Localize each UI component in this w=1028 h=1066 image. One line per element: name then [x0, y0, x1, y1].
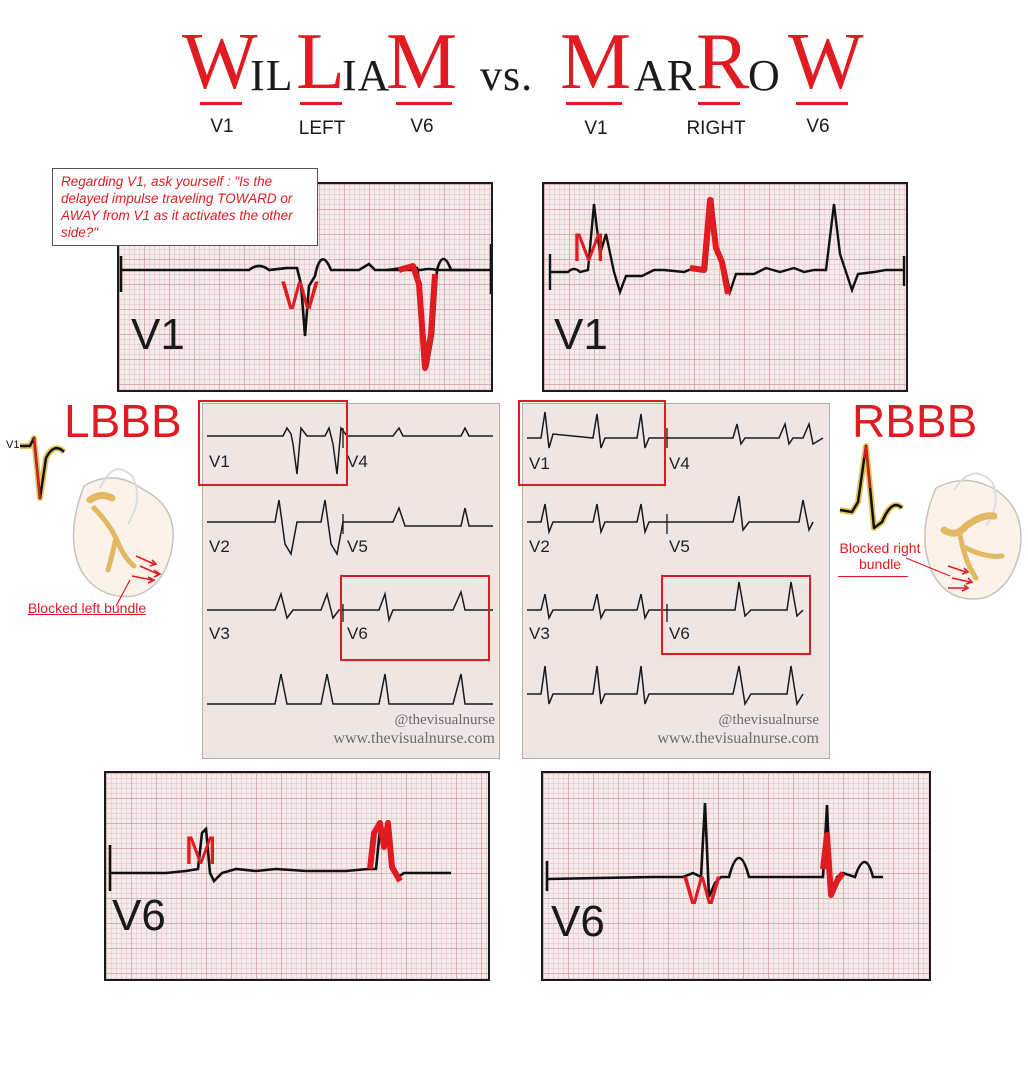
- lbbb-v6-highlight: [340, 575, 490, 661]
- rbbb-credit-handle: @thevisualnurse: [718, 712, 819, 728]
- lbbb-v1-mark: W: [281, 274, 319, 318]
- rbbb-label-v5: V5: [669, 537, 690, 556]
- title-vs: vs.: [480, 51, 534, 100]
- right-heart-illustration: [839, 443, 1022, 600]
- rbbb-caption: Blocked right bundle: [839, 540, 921, 572]
- title-letter-r: R: [696, 18, 750, 106]
- callout-note: Regarding V1, ask yourself : "Is the del…: [52, 168, 318, 246]
- lbbb-mini-lead: V1: [6, 439, 19, 451]
- title-letter-o: O: [748, 51, 781, 100]
- lbbb-v6-trace: [108, 820, 451, 891]
- lbbb-label-v2: V2: [209, 537, 230, 556]
- rbbb-v6-strip: W V6: [541, 771, 931, 981]
- lbbb-label-v6: V6: [347, 624, 368, 643]
- underline-l: [300, 102, 342, 105]
- sub-v1-right: V1: [584, 118, 608, 139]
- lbbb-v1-highlight: [198, 400, 348, 486]
- lbbb-v6-lead: V6: [112, 891, 166, 940]
- rbbb-credit-url: www.thevisualnurse.com: [657, 730, 819, 747]
- sub-v6-left: V6: [410, 116, 434, 137]
- underline-m2: [566, 102, 622, 105]
- sub-left: LEFT: [298, 118, 346, 139]
- underline-w: [200, 102, 242, 105]
- sub-v1-left: V1: [210, 116, 234, 137]
- lbbb-label: LBBB: [64, 395, 182, 447]
- title-letter-w2: W: [788, 18, 864, 106]
- rbbb-caption-underline: [838, 576, 908, 577]
- lbbb-v1-lead: V1: [131, 310, 185, 359]
- rbbb-label-v2: V2: [529, 537, 550, 556]
- rbbb-label-v4: V4: [669, 454, 690, 473]
- rbbb-label: RBBB: [852, 395, 978, 447]
- lbbb-credit-handle: @thevisualnurse: [394, 712, 495, 728]
- rbbb-v1-mark: M: [572, 226, 605, 270]
- rbbb-ecg-traces: [527, 411, 824, 707]
- lbbb-v1-trace: [119, 244, 491, 371]
- rbbb-v1-highlight: [518, 400, 666, 486]
- sub-v6-right: V6: [806, 116, 830, 137]
- lbbb-v6-strip: M V6: [104, 771, 490, 981]
- rbbb-precordial-ecg: V1 V4 V2 V5 V3 V6 @thevisualnurse www.th…: [522, 403, 830, 759]
- lbbb-ecg-traces: [207, 425, 493, 705]
- title-letters-il: IL: [250, 51, 294, 100]
- lbbb-label-v3: V3: [209, 624, 230, 643]
- left-heart-illustration: V1: [6, 435, 174, 607]
- underline-w2: [796, 102, 848, 105]
- title-letters-ar: AR: [634, 51, 698, 100]
- rbbb-v6-lead: V6: [551, 897, 605, 946]
- rbbb-label-v3: V3: [529, 624, 550, 643]
- title-letter-w: W: [182, 18, 258, 106]
- rbbb-v6-mark: W: [683, 869, 721, 913]
- title-banner: W IL L IA M vs. M AR R O W V1 LEFT V6 V1…: [0, 20, 1028, 150]
- title-letter-l: L: [296, 18, 345, 106]
- title-letter-m2: M: [560, 18, 632, 106]
- rbbb-v1-strip: M V1: [542, 182, 908, 392]
- underline-m: [396, 102, 452, 105]
- sub-right: RIGHT: [686, 118, 746, 139]
- lbbb-precordial-ecg: V1 V4 V2 V5 V3 V6 @thevisualnurse www.th…: [202, 403, 500, 759]
- title-letters-ia: IA: [342, 51, 391, 100]
- rbbb-v6-highlight: [661, 575, 811, 655]
- rbbb-v6-trace: [545, 802, 883, 898]
- lbbb-label-v5: V5: [347, 537, 368, 556]
- lbbb-caption: Blocked left bundle: [27, 600, 147, 616]
- lbbb-credit-url: www.thevisualnurse.com: [333, 730, 495, 747]
- rbbb-v1-trace: [548, 197, 906, 297]
- underline-r: [698, 102, 740, 105]
- lbbb-label-v1: V1: [209, 452, 230, 471]
- lbbb-v6-mark: M: [184, 829, 217, 873]
- rbbb-label-v6: V6: [669, 624, 690, 643]
- rbbb-v1-lead: V1: [554, 310, 608, 359]
- title-letter-m: M: [386, 18, 458, 106]
- lbbb-label-v4: V4: [347, 452, 368, 471]
- rbbb-label-v1: V1: [529, 454, 550, 473]
